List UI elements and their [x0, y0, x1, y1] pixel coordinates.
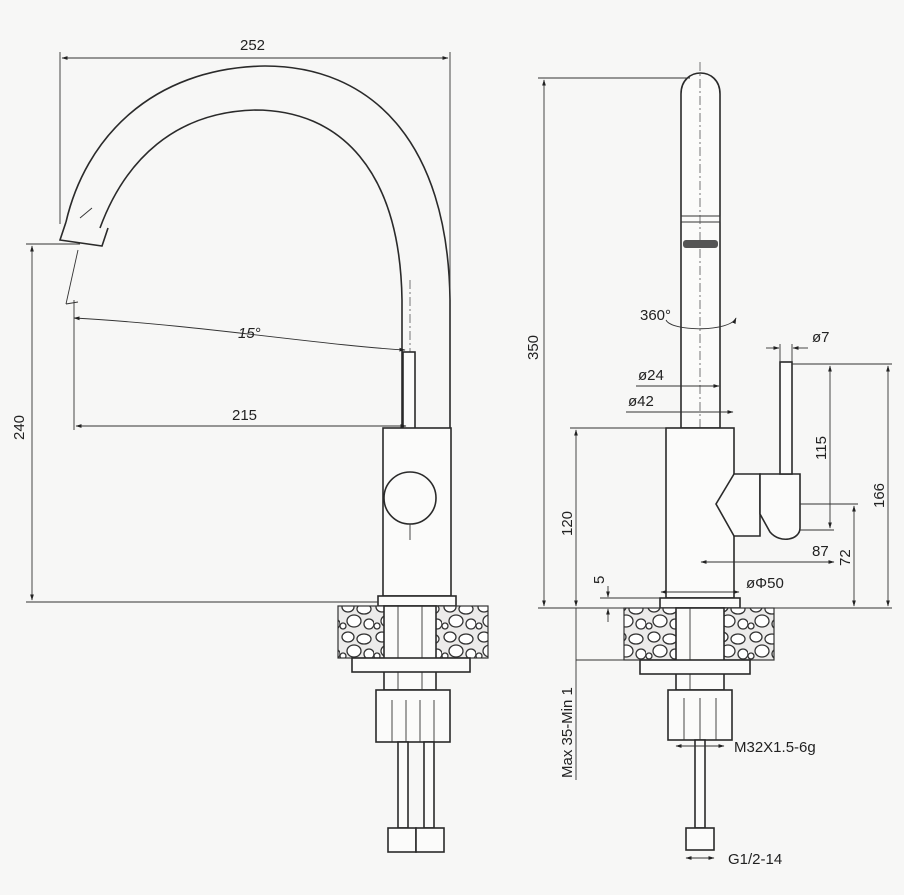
- front-washer: [351, 657, 471, 673]
- dim-5-label: 5: [591, 576, 608, 584]
- side-aerator-dark: [683, 240, 718, 248]
- front-hose-right: [423, 741, 435, 829]
- side-spout: [680, 72, 721, 429]
- spout-outer: [65, 65, 451, 594]
- side-base-ring: [659, 597, 741, 609]
- side-lever-block: [759, 473, 801, 540]
- side-view: 360° 350 120 ø7 ø24: [525, 62, 892, 868]
- front-hose-nut-right: [415, 827, 445, 853]
- front-hose-nut-left: [387, 827, 417, 853]
- side-shank: [675, 607, 725, 691]
- dim-240-label: 240: [11, 415, 28, 440]
- dia-50-label: øΦ50: [746, 575, 784, 592]
- side-aerator-band: [680, 215, 721, 223]
- dim-72-label: 72: [837, 549, 854, 566]
- front-hose-left: [397, 741, 409, 829]
- dim-87-label: 87: [812, 543, 829, 560]
- angle-arc: [73, 316, 406, 352]
- thread-m32-label: M32X1.5-6g: [734, 739, 816, 756]
- dim-mount-label: Max 35-Min 1: [559, 687, 576, 778]
- dia-24-label: ø24: [638, 367, 664, 384]
- side-washer: [639, 659, 751, 675]
- front-nut: [375, 689, 451, 743]
- dim-115-label: 115: [813, 436, 830, 460]
- front-shank: [383, 605, 437, 691]
- angle-15-label: 15°: [238, 325, 261, 342]
- dim-215-label: 215: [232, 407, 257, 424]
- dia-7-label: ø7: [812, 329, 830, 346]
- rotation-arrow: [665, 317, 737, 330]
- side-hose: [694, 739, 706, 829]
- angle-ray-1: [65, 249, 79, 305]
- dim-350-label: 350: [525, 335, 542, 360]
- dim-120-label: 120: [559, 511, 576, 536]
- spout-tip: [58, 221, 109, 247]
- dia-42-label: ø42: [628, 393, 654, 410]
- rotation-label: 360°: [640, 307, 671, 324]
- spout-inner: [99, 109, 403, 428]
- side-lever-rod: [779, 361, 793, 475]
- front-lever-joint: [383, 471, 437, 525]
- front-view: 252 15° 215 240: [11, 37, 489, 853]
- angle-ray-2: [65, 301, 79, 305]
- front-base-ring: [377, 595, 457, 607]
- side-lever-cone: [715, 473, 761, 537]
- spout-tip-line: [79, 207, 93, 219]
- side-hose-nut: [685, 827, 715, 851]
- dim-166-label: 166: [871, 483, 888, 508]
- dim-252-label: 252: [240, 37, 265, 54]
- thread-g12-label: G1/2-14: [728, 851, 782, 868]
